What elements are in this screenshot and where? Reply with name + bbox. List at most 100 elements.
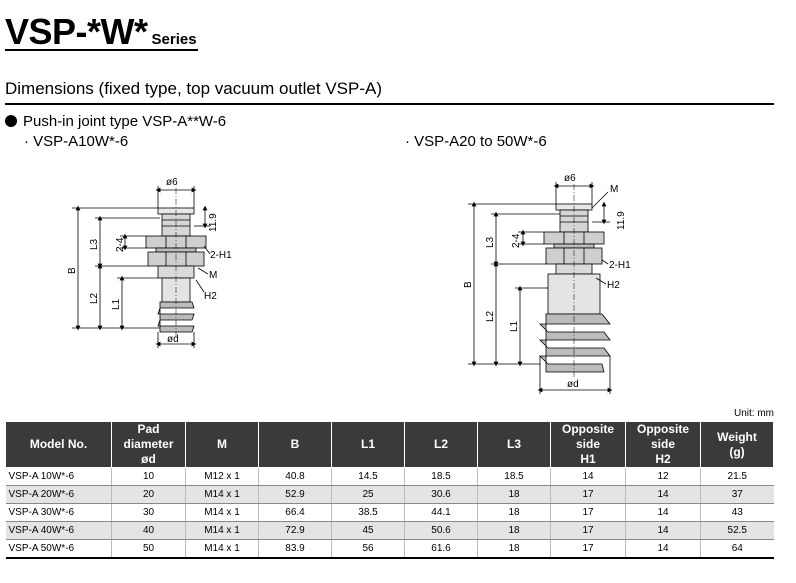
phi6-label-large: ø6 bbox=[564, 173, 576, 184]
joint-type-line: Push-in joint type VSP-A**W-6 bbox=[5, 113, 226, 131]
table-cell: 17 bbox=[550, 539, 626, 559]
variant-left-label: · VSP-A10W*-6 bbox=[24, 133, 129, 150]
phi6-label: ø6 bbox=[166, 177, 178, 188]
table-cell: 40 bbox=[111, 521, 186, 540]
l1-label-large: L1 bbox=[509, 320, 520, 332]
series-label: Series bbox=[151, 31, 197, 48]
table-cell: 52.9 bbox=[258, 485, 332, 504]
two-h1-label-large: 2-H1 bbox=[609, 260, 631, 271]
table-cell: 72.9 bbox=[258, 521, 332, 540]
section-title: Dimensions (fixed type, top vacuum outle… bbox=[5, 79, 382, 98]
table-cell: 20 bbox=[111, 485, 186, 504]
table-cell: 18.5 bbox=[404, 467, 478, 486]
drawing-large-labels: ø6 M 11.9 2-4 L3 B L2 L1 2-H1 H2 ød bbox=[463, 173, 631, 390]
table-cell: 61.6 bbox=[404, 539, 478, 559]
table-cell: 50 bbox=[111, 539, 186, 559]
d11-9-label: 11.9 bbox=[208, 213, 219, 232]
table-cell: VSP-A 30W*-6 bbox=[5, 503, 112, 522]
table-cell: 14 bbox=[625, 485, 701, 504]
table-cell: 38.5 bbox=[331, 503, 405, 522]
table-cell: 12 bbox=[625, 467, 701, 486]
table-cell: VSP-A 40W*-6 bbox=[5, 521, 112, 540]
table-cell: VSP-A 50W*-6 bbox=[5, 539, 112, 559]
col-b: B bbox=[258, 421, 332, 468]
l1-label: L1 bbox=[111, 298, 122, 310]
table-cell: 18 bbox=[477, 521, 551, 540]
table-cell: 14 bbox=[625, 539, 701, 559]
table-cell: 18.5 bbox=[477, 467, 551, 486]
l3-label: L3 bbox=[89, 238, 100, 250]
table-cell: 18 bbox=[477, 539, 551, 559]
d2-4-label-large: 2-4 bbox=[511, 233, 522, 248]
table-cell: 14 bbox=[550, 467, 626, 486]
phid-label: ød bbox=[167, 334, 179, 345]
table-cell: 18 bbox=[477, 485, 551, 504]
bullet-icon bbox=[5, 115, 17, 127]
table-cell: M14 x 1 bbox=[185, 539, 259, 559]
l2-label: L2 bbox=[89, 292, 100, 304]
l2-label-large: L2 bbox=[485, 310, 496, 322]
drawing-large-pad bbox=[468, 182, 613, 394]
table-cell: VSP-A 20W*-6 bbox=[5, 485, 112, 504]
table-cell: 14.5 bbox=[331, 467, 405, 486]
table-cell: 14 bbox=[625, 521, 701, 540]
title-text: VSP-*W* bbox=[5, 11, 148, 52]
table-cell: 56 bbox=[331, 539, 405, 559]
joint-type-text: Push-in joint type VSP-A**W-6 bbox=[23, 113, 227, 130]
table-cell: 64 bbox=[700, 539, 774, 559]
col-model: Model No. bbox=[5, 421, 112, 468]
variant-right-label: · VSP-A20 to 50W*-6 bbox=[405, 133, 547, 150]
col-l3: L3 bbox=[477, 421, 551, 468]
table-cell: 50.6 bbox=[404, 521, 478, 540]
h2-label-large: H2 bbox=[607, 280, 620, 291]
table-cell: M12 x 1 bbox=[185, 467, 259, 486]
col-weight: Weight(g) bbox=[700, 421, 774, 468]
two-h1-label: 2-H1 bbox=[210, 250, 232, 261]
table-cell: 14 bbox=[625, 503, 701, 522]
table-cell: 18 bbox=[477, 503, 551, 522]
m-label: M bbox=[209, 270, 217, 281]
table-cell: 17 bbox=[550, 485, 626, 504]
d11-9-label-large: 11.9 bbox=[616, 211, 627, 230]
table-cell: VSP-A 10W*-6 bbox=[5, 467, 112, 486]
drawing-small-pad bbox=[72, 186, 211, 348]
col-l1: L1 bbox=[331, 421, 405, 468]
page-title: VSP-*W*Series bbox=[5, 12, 197, 60]
b-label: B bbox=[67, 267, 78, 274]
table-cell: 17 bbox=[550, 503, 626, 522]
table-cell: 44.1 bbox=[404, 503, 478, 522]
table-cell: 21.5 bbox=[700, 467, 774, 486]
table-cell: 83.9 bbox=[258, 539, 332, 559]
dimension-drawings: ø6 11.9 2-4 L3 B L2 L1 2-H1 M H2 ød bbox=[67, 173, 631, 394]
table-cell: 52.5 bbox=[700, 521, 774, 540]
m-label-large: M bbox=[610, 184, 618, 195]
table-cell: 43 bbox=[700, 503, 774, 522]
table-cell: 10 bbox=[111, 467, 186, 486]
table-cell: 25 bbox=[331, 485, 405, 504]
table-cell: M14 x 1 bbox=[185, 503, 259, 522]
b-label-large: B bbox=[463, 281, 474, 288]
h2-label: H2 bbox=[204, 291, 217, 302]
table-cell: 30.6 bbox=[404, 485, 478, 504]
table-cell: 37 bbox=[700, 485, 774, 504]
table-cell: 45 bbox=[331, 521, 405, 540]
table-cell: 40.8 bbox=[258, 467, 332, 486]
d2-4-label: 2-4 bbox=[115, 237, 126, 252]
col-l2: L2 bbox=[404, 421, 478, 468]
col-m: M bbox=[185, 421, 259, 468]
table-cell: M14 x 1 bbox=[185, 521, 259, 540]
table-cell: 66.4 bbox=[258, 503, 332, 522]
unit-label: Unit: mm bbox=[734, 408, 774, 419]
table-cell: M14 x 1 bbox=[185, 485, 259, 504]
